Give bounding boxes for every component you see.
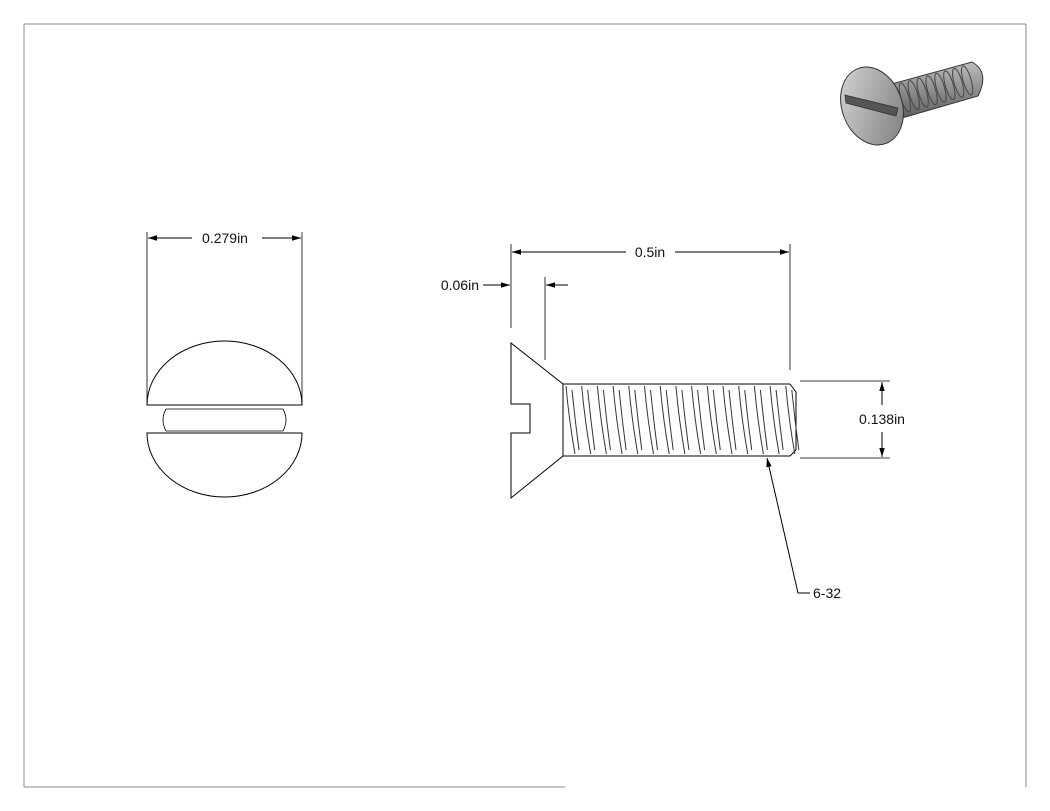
thread-root	[712, 389, 721, 451]
head-diameter-label: 0.279in	[202, 230, 248, 246]
thread-root	[634, 389, 643, 451]
iso-thread-ring	[934, 72, 947, 103]
major-diameter-label: 0.138in	[859, 411, 905, 427]
thread-crest	[722, 385, 733, 455]
thread-crest	[785, 385, 796, 455]
sheet-border	[23, 23, 1027, 788]
thread-root	[571, 389, 580, 451]
thread-callout-label: 6-32	[813, 585, 841, 601]
countersunk-head	[510, 341, 564, 500]
iso-thread-ring	[916, 77, 929, 108]
thread-root	[728, 389, 737, 451]
iso-thread-ring	[925, 75, 938, 106]
thread-root	[697, 389, 706, 451]
thread-crest	[738, 385, 749, 455]
iso-thread-ring	[960, 65, 974, 96]
thread-root	[791, 389, 800, 451]
thread-crest	[675, 385, 686, 455]
thread-root	[618, 389, 627, 451]
thread-pattern	[565, 385, 800, 455]
end-view: 0.279in	[146, 230, 303, 498]
thread-crest	[769, 385, 780, 455]
thread-crest	[612, 385, 623, 455]
iso-thread-ring	[952, 67, 965, 98]
thread-crest	[581, 385, 592, 455]
thread-crest	[706, 385, 717, 455]
thread-root	[775, 389, 784, 451]
thread-root	[587, 389, 596, 451]
thread-root	[744, 389, 753, 451]
thread-root	[759, 389, 768, 451]
thread-crest	[644, 385, 654, 455]
isometric-screw-preview	[840, 61, 984, 146]
thread-crest	[596, 385, 607, 455]
thread-root	[602, 389, 611, 451]
thread-crest	[659, 385, 670, 455]
head-height-label: 0.06in	[441, 277, 479, 293]
side-view: 0.5in 0.06in 0.138in 6-32	[441, 244, 905, 601]
thread-root	[665, 389, 674, 451]
iso-thread-ring	[907, 80, 920, 111]
thread-callout-leader	[766, 457, 810, 594]
thread-root	[681, 389, 690, 451]
thread-root	[650, 389, 658, 451]
iso-thread-ring	[943, 70, 956, 101]
thread-crest	[628, 385, 639, 455]
thread-crest	[565, 385, 576, 455]
overall-length-label: 0.5in	[635, 244, 665, 260]
thread-crest	[753, 385, 764, 455]
thread-crest	[691, 385, 702, 455]
